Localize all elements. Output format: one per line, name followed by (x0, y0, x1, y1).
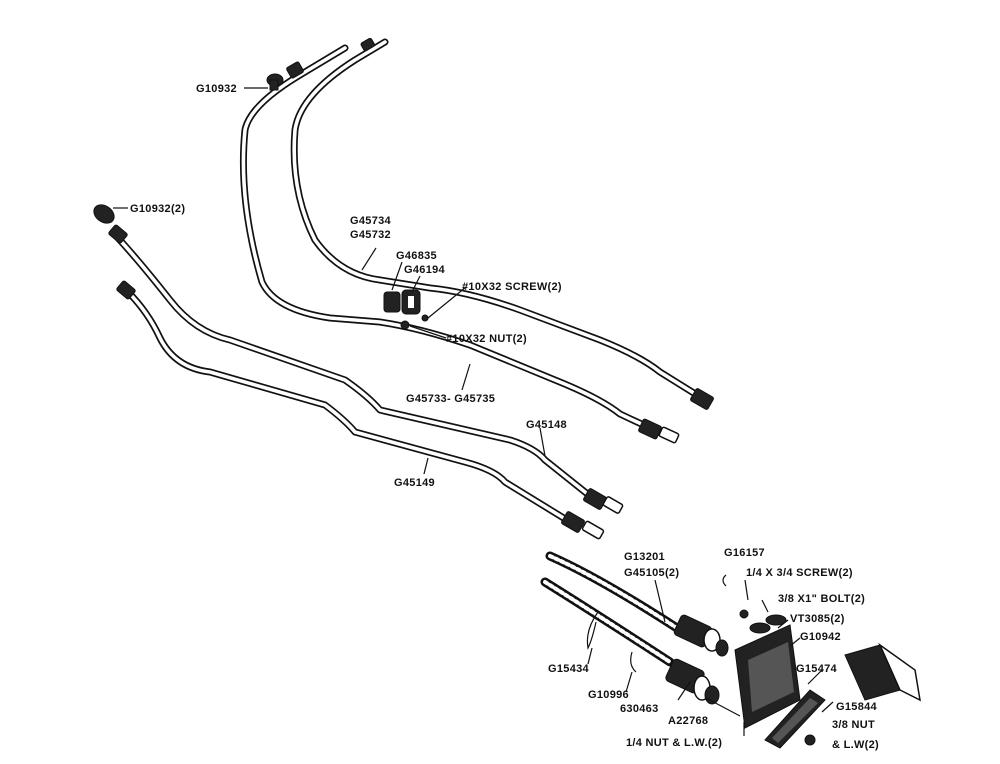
label-nut-10x32: #10X32 NUT(2) (446, 333, 527, 345)
tube-g45148 (114, 234, 599, 504)
label-g45733-g45735: G45733- G45735 (406, 393, 495, 405)
tube-g45732 (239, 44, 669, 439)
label-g16157: G16157 (724, 547, 765, 559)
label-g10942: G10942 (800, 631, 841, 643)
hose-upper (545, 551, 685, 635)
label-g15474: G15474 (796, 663, 838, 675)
tube-end-fittings (93, 37, 714, 540)
label-g46194: G46194 (404, 264, 446, 276)
bracket-g15844 (764, 689, 826, 749)
label-g13201: G13201 (624, 551, 665, 563)
label-nut-38-lw: & L.W(2) (832, 739, 879, 751)
label-bolt-38: 3/8 X1" BOLT(2) (778, 593, 865, 605)
clamp-assembly (383, 289, 429, 330)
label-g10996: G10996 (588, 689, 629, 701)
hose-fittings (586, 611, 729, 705)
label-a22768: A22768 (668, 715, 708, 727)
label-g45149: G45149 (394, 477, 435, 489)
label-g45732: G45732 (350, 229, 391, 241)
label-nut-quarter-lw: 1/4 NUT & L.W.(2) (626, 737, 722, 749)
tube-g45734 (290, 38, 709, 404)
hose-lower (540, 577, 675, 667)
label-vt3085: VT3085(2) (790, 613, 845, 625)
label-g45734: G45734 (350, 215, 392, 227)
label-g10932-2: G10932(2) (130, 203, 185, 215)
bracket-g10942 (722, 574, 801, 729)
leader-lines (113, 87, 834, 736)
label-screw-quarter: 1/4 X 3/4 SCREW(2) (746, 567, 853, 579)
plate-g15474 (844, 642, 921, 702)
label-g15434: G15434 (548, 663, 590, 675)
label-g30463: 630463 (620, 703, 659, 715)
label-g46835: G46835 (396, 250, 437, 262)
label-g15844: G15844 (836, 701, 878, 713)
label-screw-10x32: #10X32 SCREW(2) (462, 281, 562, 293)
tube-g45149 (124, 288, 579, 529)
label-g10932: G10932 (196, 83, 237, 95)
label-nut-38: 3/8 NUT (832, 719, 875, 731)
label-g45105: G45105(2) (624, 567, 679, 579)
label-g45148: G45148 (526, 419, 567, 431)
